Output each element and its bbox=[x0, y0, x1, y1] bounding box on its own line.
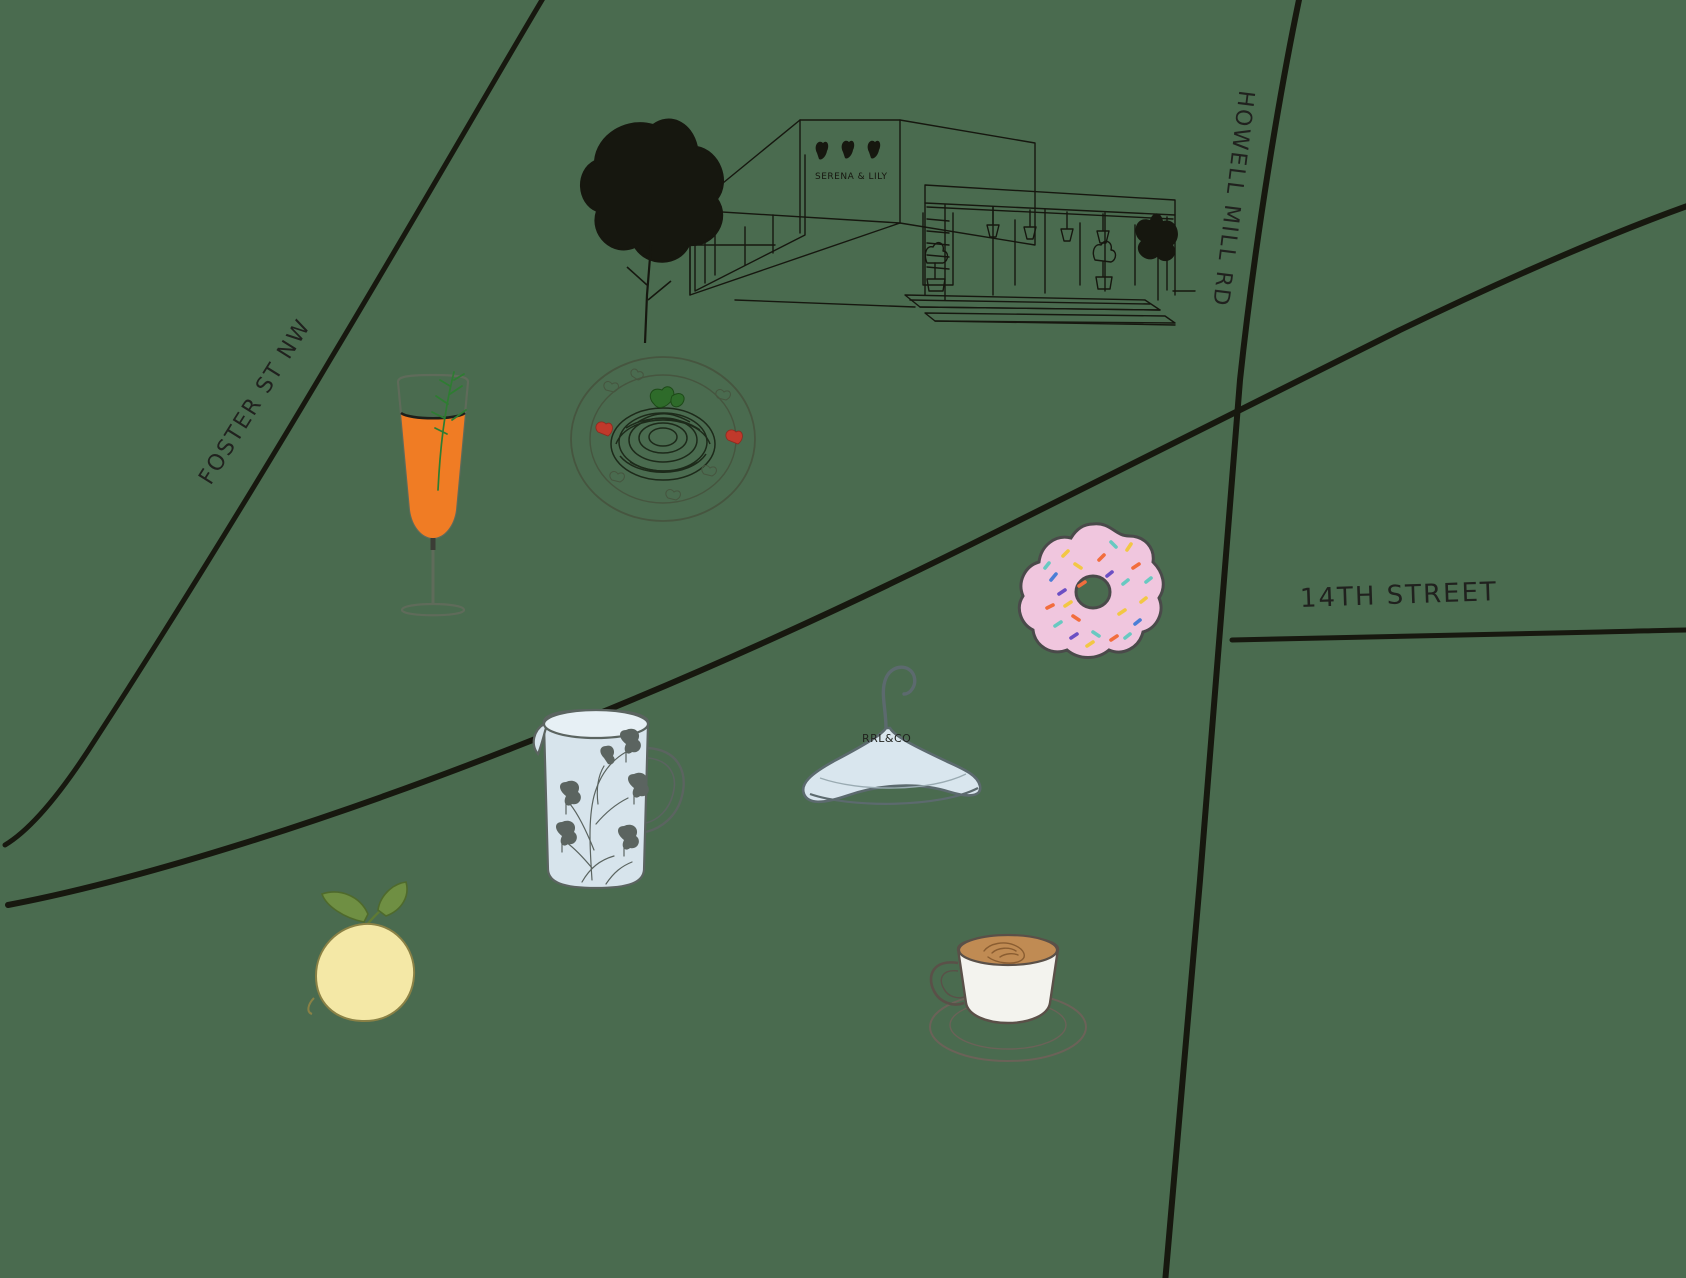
storefront-tree-large bbox=[580, 118, 724, 344]
latte-art bbox=[983, 942, 1025, 964]
road-14th-street bbox=[5, 203, 1686, 908]
herb-garnish bbox=[431, 371, 467, 491]
basil-garnish bbox=[649, 386, 685, 408]
icon-donut[interactable] bbox=[1015, 520, 1170, 670]
road-foster-st-nw bbox=[2, 0, 545, 848]
lemon-body bbox=[314, 922, 416, 1023]
pitcher-handle bbox=[645, 746, 685, 834]
berry-accents bbox=[595, 421, 743, 445]
hanger-brand-text: RRL&CO bbox=[862, 732, 911, 745]
icon-lemon[interactable] bbox=[300, 880, 435, 1030]
plate-decorations bbox=[603, 368, 731, 501]
lemon-leaf-right bbox=[377, 881, 408, 917]
icon-cappuccino[interactable] bbox=[910, 915, 1100, 1075]
lemon-tip bbox=[307, 997, 315, 1015]
spritz-liquid bbox=[401, 413, 465, 538]
pitcher-thistle-pattern bbox=[556, 728, 649, 885]
donut-sprinkles bbox=[1043, 540, 1153, 648]
icon-pasta-plate[interactable] bbox=[568, 352, 758, 527]
storefront-sign-text: SERENA & LILY bbox=[815, 172, 887, 182]
storefront-sign: SERENA & LILY bbox=[815, 140, 887, 182]
donut-hole bbox=[1074, 574, 1112, 610]
lemon-leaf-left bbox=[320, 891, 369, 923]
pasta-nest bbox=[610, 407, 716, 481]
coffee-crema bbox=[957, 933, 1059, 967]
bird-icon bbox=[815, 140, 881, 160]
road-howell-mill-rd bbox=[1162, 0, 1303, 1278]
hanger-bar bbox=[809, 787, 979, 805]
cup-handle bbox=[929, 961, 965, 1006]
pitcher-spout bbox=[532, 722, 548, 757]
cup-handle-inner bbox=[940, 970, 965, 999]
hanger-hook bbox=[881, 665, 917, 730]
icon-spritz-glass[interactable] bbox=[378, 360, 488, 620]
icon-clothes-hanger[interactable]: RRL&CO bbox=[790, 650, 995, 855]
glass-base bbox=[400, 602, 466, 617]
road-14th-street-branch bbox=[1229, 627, 1686, 643]
storefront-illustration[interactable]: SERENA & LILY bbox=[575, 95, 1200, 344]
plate-rim bbox=[570, 356, 756, 522]
icon-water-pitcher[interactable] bbox=[522, 700, 702, 900]
liquid-surface bbox=[400, 411, 466, 420]
